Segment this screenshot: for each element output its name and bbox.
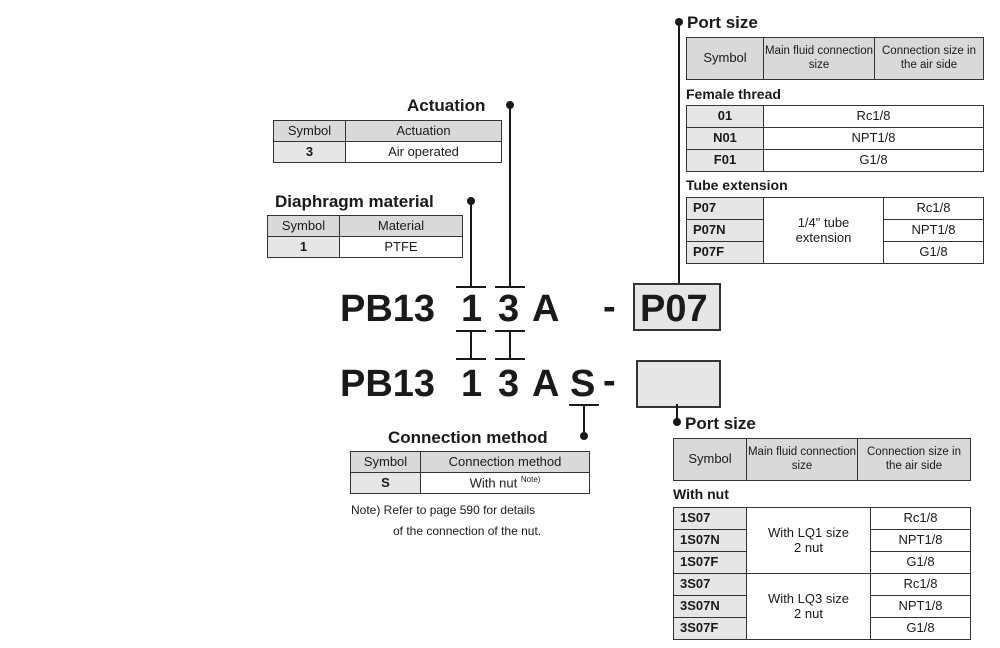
nut-group1-mid: With LQ1 size 2 nut bbox=[746, 507, 871, 574]
connection-title: Connection method bbox=[388, 428, 548, 447]
model1-bracket-diaphragm bbox=[456, 286, 486, 288]
model1-suffix: A bbox=[532, 288, 560, 330]
port-bottom-header-symbol: Symbol bbox=[673, 438, 747, 481]
connection-value-text: With nut bbox=[469, 475, 518, 491]
tube-row-symbol: P07 bbox=[686, 197, 764, 220]
diaphragm-header-material: Material bbox=[339, 215, 463, 237]
port-bottom-header-air: Connection size in the air side bbox=[857, 438, 971, 481]
female-row-size: Rc1/8 bbox=[763, 105, 984, 128]
nut-row-air: Rc1/8 bbox=[870, 573, 971, 596]
model2-diaphragm: 1 bbox=[461, 363, 483, 405]
port-top-header-table: Symbol Main fluid connection size Connec… bbox=[686, 37, 984, 80]
connection-leader bbox=[583, 404, 585, 436]
nut-row-symbol: 1S07N bbox=[673, 529, 747, 552]
actuation-leader bbox=[509, 106, 511, 286]
nut-row-air: G1/8 bbox=[870, 617, 971, 640]
tube-extension-mid: 1/4" tube extension bbox=[763, 197, 884, 264]
model2-dash: - bbox=[603, 360, 616, 402]
actuation-symbol: 3 bbox=[273, 141, 346, 163]
port-top-header-symbol: Symbol bbox=[686, 37, 764, 80]
port-bottom-leader bbox=[676, 404, 678, 420]
diaphragm-dot bbox=[467, 197, 475, 205]
actuation-title: Actuation bbox=[407, 96, 486, 115]
female-row-symbol: F01 bbox=[686, 149, 764, 172]
diaphragm-leader bbox=[470, 202, 472, 286]
female-thread-title: Female thread bbox=[686, 86, 781, 102]
port-bottom-header-main: Main fluid connection size bbox=[746, 438, 858, 481]
tube-extension-table: P07 1/4" tube extension Rc1/8 P07N NPT1/… bbox=[686, 197, 984, 264]
connector-actuation bbox=[509, 330, 511, 358]
diaphragm-symbol: 1 bbox=[267, 236, 340, 258]
female-row-symbol: N01 bbox=[686, 127, 764, 150]
model1-actuation: 3 bbox=[498, 288, 520, 330]
model1-diaphragm: 1 bbox=[461, 288, 483, 330]
connection-table: Symbol Connection method S With nut Note… bbox=[350, 451, 590, 494]
port-top-title: Port size bbox=[687, 13, 758, 32]
tube-row-symbol: P07N bbox=[686, 219, 764, 242]
connection-value: With nut Note) bbox=[420, 472, 590, 494]
nut-row-air: NPT1/8 bbox=[870, 595, 971, 618]
actuation-header-symbol: Symbol bbox=[273, 120, 346, 142]
port-bottom-header-table: Symbol Main fluid connection size Connec… bbox=[673, 438, 971, 481]
actuation-dot bbox=[506, 101, 514, 109]
connection-header-method: Connection method bbox=[420, 451, 590, 473]
tube-row-air: Rc1/8 bbox=[883, 197, 984, 220]
model2-bracket-actuation bbox=[495, 358, 525, 360]
diaphragm-header-symbol: Symbol bbox=[267, 215, 340, 237]
diaphragm-table: Symbol Material 1 PTFE bbox=[267, 215, 463, 258]
connection-note-line1: Note) Refer to page 590 for details bbox=[351, 503, 536, 517]
model2-suffix: A bbox=[532, 363, 560, 405]
port-top-header-air: Connection size in the air side bbox=[874, 37, 984, 80]
nut-row-symbol: 1S07F bbox=[673, 551, 747, 574]
female-row-size: NPT1/8 bbox=[763, 127, 984, 150]
female-thread-table: 01 Rc1/8 N01 NPT1/8 F01 G1/8 bbox=[686, 105, 984, 172]
actuation-table: Symbol Actuation 3 Air operated bbox=[273, 120, 502, 163]
nut-row-air: Rc1/8 bbox=[870, 507, 971, 530]
diaphragm-value: PTFE bbox=[339, 236, 463, 258]
model2-conn: S bbox=[570, 363, 596, 405]
actuation-value: Air operated bbox=[345, 141, 502, 163]
port-bottom-dot bbox=[673, 418, 681, 426]
connector-diaphragm bbox=[470, 330, 472, 358]
connection-dot bbox=[580, 432, 588, 440]
model1-port-box bbox=[633, 283, 721, 331]
tube-row-air: G1/8 bbox=[883, 241, 984, 264]
port-top-header-main: Main fluid connection size bbox=[763, 37, 875, 80]
model2-base: PB13 bbox=[340, 363, 436, 405]
tube-row-symbol: P07F bbox=[686, 241, 764, 264]
nut-row-symbol: 1S07 bbox=[673, 507, 747, 530]
model1-base: PB13 bbox=[340, 288, 436, 330]
nut-row-air: NPT1/8 bbox=[870, 529, 971, 552]
female-row-size: G1/8 bbox=[763, 149, 984, 172]
model1-bracket-actuation bbox=[495, 286, 525, 288]
nut-row-symbol: 3S07F bbox=[673, 617, 747, 640]
with-nut-title: With nut bbox=[673, 486, 729, 502]
connection-symbol: S bbox=[350, 472, 421, 494]
tube-row-air: NPT1/8 bbox=[883, 219, 984, 242]
model1-dash: - bbox=[603, 286, 616, 328]
nut-group2-mid: With LQ3 size 2 nut bbox=[746, 573, 871, 640]
port-top-leader bbox=[678, 22, 680, 283]
nut-row-symbol: 3S07 bbox=[673, 573, 747, 596]
connection-note-line2: of the connection of the nut. bbox=[393, 524, 542, 538]
tube-extension-title: Tube extension bbox=[686, 177, 788, 193]
connection-header-symbol: Symbol bbox=[350, 451, 421, 473]
diaphragm-title: Diaphragm material bbox=[275, 192, 434, 211]
nut-row-symbol: 3S07N bbox=[673, 595, 747, 618]
actuation-header-actuation: Actuation bbox=[345, 120, 502, 142]
port-bottom-title: Port size bbox=[685, 414, 756, 433]
with-nut-table: 1S07 With LQ1 size 2 nut Rc1/8 1S07N NPT… bbox=[673, 507, 971, 640]
connection-note-marker: Note) bbox=[520, 474, 541, 484]
model2-bracket-diaphragm bbox=[456, 358, 486, 360]
model1-port: P07 bbox=[640, 288, 708, 330]
nut-row-air: G1/8 bbox=[870, 551, 971, 574]
model2-port-box bbox=[636, 360, 721, 408]
female-row-symbol: 01 bbox=[686, 105, 764, 128]
model2-actuation: 3 bbox=[498, 363, 520, 405]
